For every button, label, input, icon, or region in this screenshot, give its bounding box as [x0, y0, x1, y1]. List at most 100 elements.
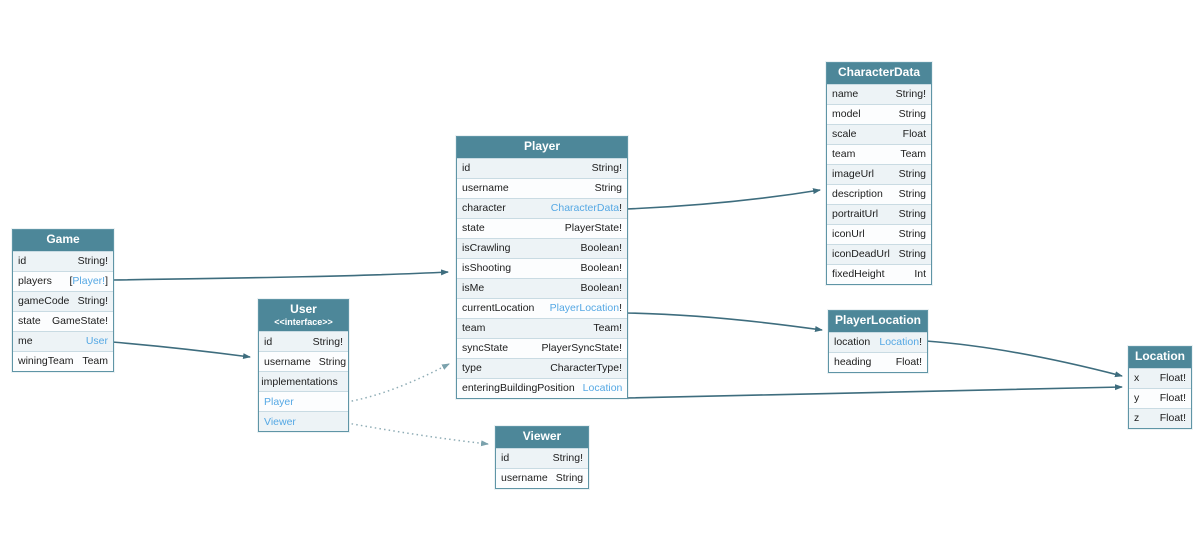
field-row[interactable]: Viewer	[259, 411, 348, 432]
edge-user-player-implementation[interactable]	[346, 363, 450, 403]
field-type: String	[898, 168, 926, 181]
field-type: String	[898, 228, 926, 241]
field-name: team	[832, 148, 856, 161]
entity-header-location[interactable]: Location	[1129, 347, 1191, 368]
type-link[interactable]: Player!	[72, 275, 106, 288]
field-type: PlayerSyncState!	[541, 342, 622, 355]
type-link[interactable]: Viewer	[264, 415, 296, 428]
edge-player-character-characterdata[interactable]	[625, 188, 821, 210]
edge-player-enteringbuildingposition-location[interactable]	[625, 384, 1123, 399]
field-type: Float!	[1159, 392, 1186, 405]
type-link[interactable]: CharacterData	[550, 202, 620, 215]
field-row[interactable]: players[Player!]	[13, 270, 113, 291]
field-name: character	[462, 202, 506, 215]
entity-title: Game	[46, 232, 80, 246]
field-type: PlayerState!	[564, 222, 622, 235]
edge-game-me-user[interactable]	[111, 341, 251, 360]
type-link[interactable]: Location	[879, 336, 920, 349]
field-name: implementations	[261, 375, 338, 388]
field-row[interactable]: enteringBuildingPosition Location	[457, 377, 627, 398]
field-name: description	[832, 188, 883, 201]
entity-header-playerlocation[interactable]: PlayerLocation	[829, 311, 927, 332]
entity-header-viewer[interactable]: Viewer	[496, 427, 588, 448]
type-link[interactable]: Location	[582, 382, 623, 395]
field-row[interactable]: Player	[259, 391, 348, 412]
field-type: Float	[902, 128, 926, 141]
entity-header-player[interactable]: Player	[457, 137, 627, 158]
edge-user-viewer-implementation[interactable]	[346, 422, 489, 447]
type-link[interactable]: PlayerLocation	[549, 302, 620, 315]
entity-header-characterdata[interactable]: CharacterData	[827, 63, 931, 84]
field-name: scale	[832, 128, 857, 141]
field-type: Float!	[895, 356, 922, 369]
field-type: String	[898, 208, 926, 221]
type-link[interactable]: User	[85, 335, 108, 348]
entity-header-user[interactable]: User <<interface>>	[259, 300, 348, 332]
edge-player-currentlocation-playerlocation[interactable]	[625, 312, 823, 332]
edge-playerlocation-location-location[interactable]	[925, 340, 1123, 378]
field-name: id	[462, 162, 471, 175]
entity-stereotype: <<interface>>	[274, 316, 333, 327]
field-type: Team!	[593, 322, 622, 335]
field-row[interactable]: username String	[457, 177, 627, 198]
type-link[interactable]: Player	[264, 395, 294, 408]
field-name: id	[264, 335, 273, 348]
field-name: gameCode	[18, 295, 70, 308]
field-name: z	[1134, 412, 1140, 425]
field-row[interactable]: implementations	[259, 371, 348, 392]
field-type: Location	[583, 382, 623, 394]
field-type: String	[594, 182, 622, 195]
field-name: username	[462, 182, 509, 195]
field-name: fixedHeight	[832, 268, 885, 281]
field-name: id	[501, 452, 510, 465]
field-type: String	[555, 472, 584, 485]
edge-game-players-player[interactable]	[111, 269, 449, 281]
field-name: x	[1134, 372, 1140, 385]
entity-header-game[interactable]: Game	[13, 230, 113, 251]
field-name: enteringBuildingPosition	[462, 382, 575, 395]
field-row[interactable]: scale Float	[827, 123, 931, 144]
